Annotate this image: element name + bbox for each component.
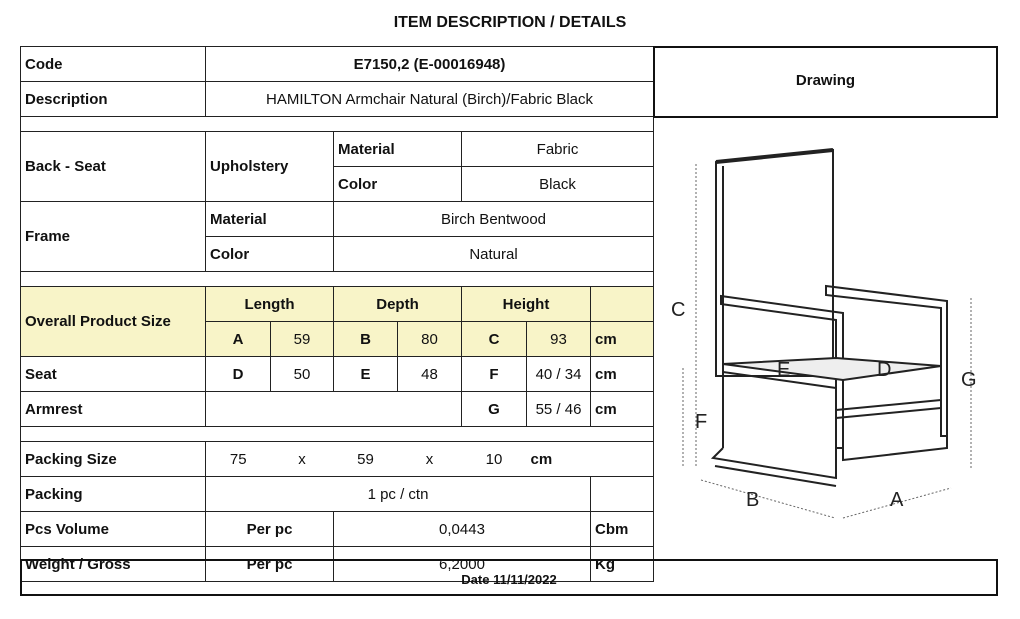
armrest-unit: cm [590,391,654,427]
armrest-empty [205,391,462,427]
packing-size-unit: cm [526,441,591,477]
volume-label: Pcs Volume [20,511,206,547]
frame-material: Birch Bentwood [333,201,654,237]
dim-b-marker: B [746,489,759,511]
upholstery-label: Upholstery [205,131,334,202]
dim-e-label: E [333,356,398,392]
packing-value: 1 pc / ctn [205,476,591,512]
dim-d-marker: D [877,359,891,381]
dim-d-label: D [205,356,271,392]
chair-drawing: C F G E D B A [671,148,977,519]
dim-e-value: 48 [397,356,462,392]
dim-d-value: 50 [270,356,334,392]
back-seat-material-label: Material [333,131,462,167]
code-label: Code [20,46,206,82]
frame-color: Natural [333,236,654,272]
dim-a-label: A [205,321,271,357]
dim-b-label: B [333,321,398,357]
date-row: Date 11/11/2022 [20,559,998,596]
dim-g-label: G [461,391,527,427]
spacer [20,116,654,132]
back-seat-color-label: Color [333,166,462,202]
volume-value: 0,0443 [333,511,591,547]
frame-color-label: Color [205,236,334,272]
depth-header: Depth [333,286,462,322]
height-header: Height [461,286,591,322]
back-seat-label: Back - Seat [20,131,206,202]
page-title: ITEM DESCRIPTION / DETAILS [393,14,627,31]
dim-c-value: 93 [526,321,591,357]
back-seat-material: Fabric [461,131,654,167]
dim-a-marker: A [890,489,904,511]
description-value: HAMILTON Armchair Natural (Birch)/Fabric… [205,81,654,117]
back-seat-color: Black [461,166,654,202]
packing-x1: x [270,441,334,477]
dim-e-marker: E [777,359,790,381]
seat-unit: cm [590,356,654,392]
volume-unit: Cbm [590,511,654,547]
packing-width: 59 [333,441,398,477]
seat-label: Seat [20,356,206,392]
packing-height: 10 [461,441,527,477]
frame-label: Frame [20,201,206,272]
dim-f-label: F [461,356,527,392]
dim-f-marker: F [695,411,707,433]
code-value: E7150,2 (E-00016948) [205,46,654,82]
description-label: Description [20,81,206,117]
frame-material-label: Material [205,201,334,237]
packing-unit-empty [590,476,654,512]
packing-empty [590,441,654,477]
overall-unit: cm [590,321,654,357]
overall-size-label: Overall Product Size [20,286,206,357]
armrest-label: Armrest [20,391,206,427]
length-header: Length [205,286,334,322]
dim-c-label: C [461,321,527,357]
dim-g-value: 55 / 46 [526,391,591,427]
spacer [20,426,654,442]
spacer [20,271,654,287]
dim-g-marker: G [961,369,977,391]
packing-size-label: Packing Size [20,441,206,477]
drawing-header: Drawing [653,46,998,118]
dim-a-value: 59 [270,321,334,357]
dim-b-value: 80 [397,321,462,357]
spec-table: Code E7150,2 (E-00016948) Description HA… [20,46,654,582]
unit-header [590,286,654,322]
volume-per: Per pc [205,511,334,547]
packing-length: 75 [205,441,271,477]
dim-f-value: 40 / 34 [526,356,591,392]
dim-c-marker: C [671,299,685,321]
packing-x2: x [397,441,462,477]
packing-label: Packing [20,476,206,512]
